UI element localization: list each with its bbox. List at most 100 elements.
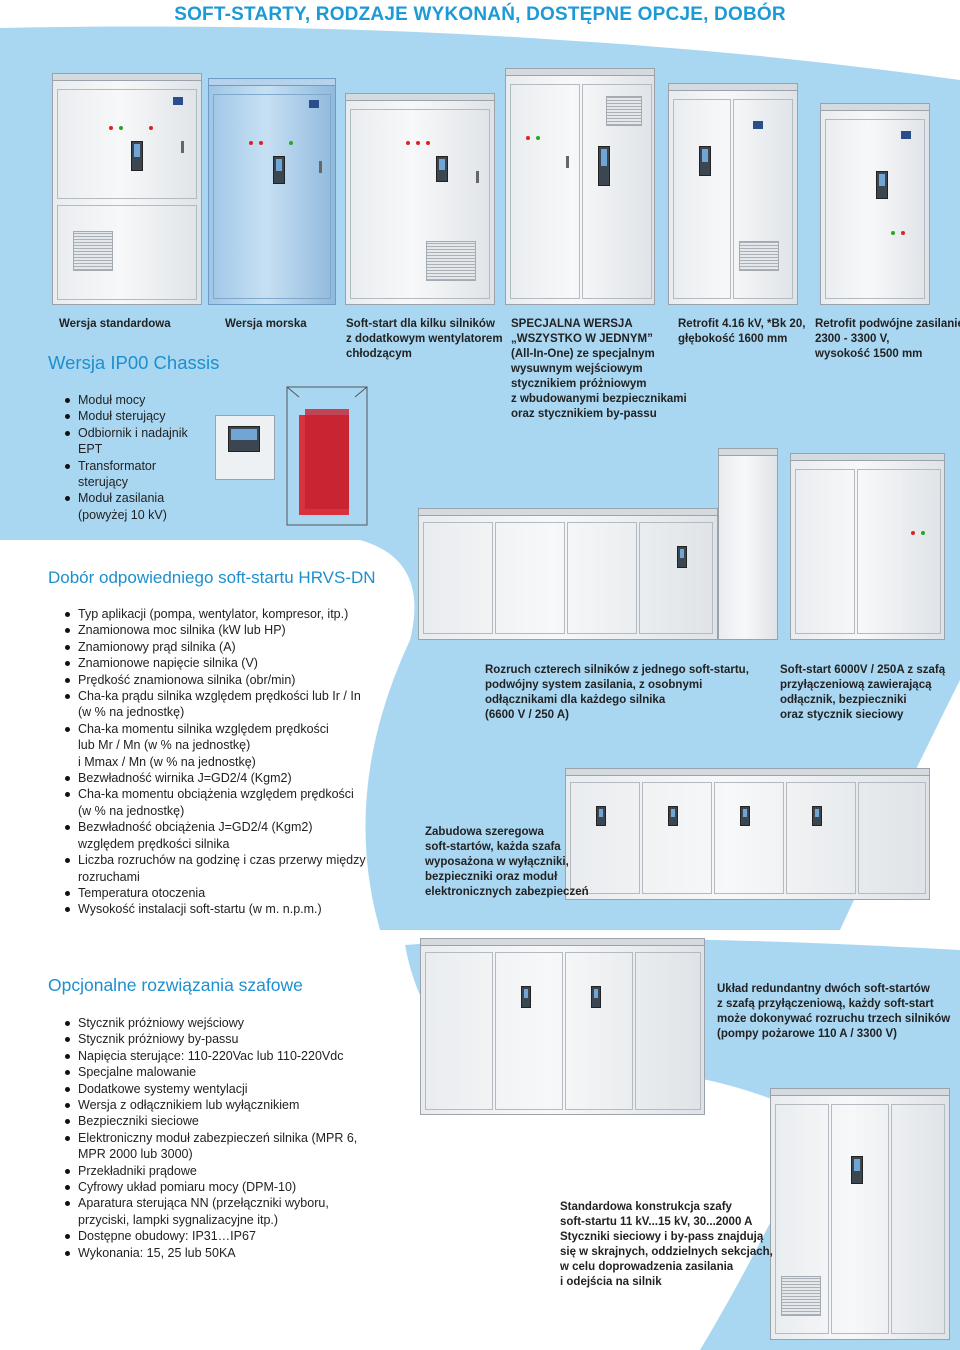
list-item: Dostępne obudowy: IP31…IP67 [62, 1228, 357, 1244]
list-item-text: Znamionowy prąd silnika (A) [78, 639, 236, 654]
page-title: SOFT-STARTY, RODZAJE WYKONAŃ, DOSTĘPNE O… [174, 4, 786, 25]
soft-start-6000v-image [790, 453, 945, 640]
list-item-text: Cyfrowy układ pomiaru mocy (DPM-10) [78, 1180, 297, 1195]
cabinet-retrofit-416kv-image [668, 83, 798, 305]
list-item-text: Cha-ka momentu silnika względem prędkośc… [78, 721, 329, 736]
list-item: Napięcia sterujące: 110-220Vac lub 110-2… [62, 1048, 357, 1064]
list-item: Stycznik próżniowy by-passu [62, 1031, 357, 1047]
list-item: Znamionowa moc silnika (kW lub HP) [62, 622, 366, 638]
list-item-text: Przekładniki prądowe [78, 1163, 197, 1178]
list-item: Bezwładność wirnika J=GD2/4 (Kgm2) [62, 770, 366, 786]
caption-multi-motor: Soft-start dla kilku silników z dodatkow… [346, 318, 503, 360]
list-item: Moduł zasilania(powyżej 10 kV) [62, 490, 188, 523]
list-item-text: sterujący [78, 475, 129, 490]
list-item-text: Transformator [78, 458, 157, 473]
list-item-text: Cha-ka prądu silnika względem prędkości … [78, 689, 361, 704]
list-item: Liczba rozruchów na godzinę i czas przer… [62, 852, 366, 885]
standard-cabinet-11kv-image [770, 1088, 950, 1340]
cabinet-multi-motor-image [345, 93, 495, 305]
list-item-text: rozruchami [78, 869, 140, 884]
list-item-text: Dostępne obudowy: IP31…IP67 [78, 1229, 256, 1244]
list-item: Specjalne malowanie [62, 1064, 357, 1080]
list-item: Wykonania: 15, 25 lub 50KA [62, 1245, 357, 1261]
list-item-text: Bezwładność obciążenia J=GD2/4 (Kgm2) [78, 820, 313, 835]
list-item-text: (w % na jednostkę) [78, 705, 185, 720]
chassis-control-module-image [215, 415, 275, 480]
list-item: Wersja z odłącznikiem lub wyłącznikiem [62, 1097, 357, 1113]
list-item-text: Temperatura otoczenia [78, 885, 206, 900]
chassis-heading: Wersja IP00 Chassis [48, 352, 220, 373]
list-item-text: Elektroniczny moduł zabezpieczeń silnika… [78, 1130, 358, 1145]
list-item-text: Stycznik próżniowy by-passu [78, 1032, 239, 1047]
list-item-text: Moduł sterujący [78, 409, 166, 424]
list-item-text: Moduł zasilania [78, 491, 165, 506]
list-item-text: Wersja z odłącznikiem lub wyłącznikiem [78, 1098, 300, 1113]
list-item-text: Aparatura sterująca NN (przełączniki wyb… [78, 1196, 329, 1211]
selection-list: Typ aplikacji (pompa, wentylator, kompre… [62, 606, 366, 918]
caption-marine-version: Wersja morska [225, 318, 307, 330]
series-row-image [565, 768, 930, 900]
list-item-text: Bezpieczniki sieciowe [78, 1114, 199, 1129]
list-item: Przekładniki prądowe [62, 1163, 357, 1179]
list-item: Wysokość instalacji soft-startu (w m. n.… [62, 901, 366, 917]
list-item-text: MPR 2000 lub 3000) [78, 1147, 193, 1162]
list-item: Cha-ka prądu silnika względem prędkości … [62, 688, 366, 721]
list-item: Elektroniczny moduł zabezpieczeń silnika… [62, 1130, 357, 1163]
cabinet-retrofit-dual-image [820, 103, 930, 305]
caption-series-row: Zabudowa szeregowa soft-startów, każda s… [425, 826, 589, 898]
caption-retrofit-dual-supply: Retrofit podwójne zasilanie 2300 - 3300 … [815, 318, 960, 360]
list-item-text: lub Mr / Mn (w % na jednostkę) [78, 738, 251, 753]
list-item-text: Typ aplikacji (pompa, wentylator, kompre… [78, 607, 349, 621]
list-item-text: Napięcia sterujące: 110-220Vac lub 110-2… [78, 1048, 344, 1063]
options-heading: Opcjonalne rozwiązania szafowe [48, 975, 303, 995]
list-item-text: Bezwładność wirnika J=GD2/4 (Kgm2) [78, 771, 292, 786]
list-item-text: Odbiornik i nadajnik [78, 425, 188, 440]
list-item-text: (powyżej 10 kV) [78, 507, 167, 522]
list-item: Temperatura otoczenia [62, 885, 366, 901]
list-item: Moduł mocy [62, 392, 188, 408]
list-item-text: Specjalne malowanie [78, 1065, 197, 1080]
list-item: Transformator sterujący [62, 458, 188, 491]
list-item-text: Wysokość instalacji soft-startu (w m. n.… [78, 902, 322, 917]
list-item: Bezwładność obciążenia J=GD2/4 (Kgm2)wzg… [62, 819, 366, 852]
list-item: Znamionowe napięcie silnika (V) [62, 655, 366, 671]
list-item-text: Znamionowe napięcie silnika (V) [78, 656, 258, 671]
redundant-system-image [420, 938, 705, 1115]
list-item: Znamionowy prąd silnika (A) [62, 639, 366, 655]
cabinet-standard-image [52, 73, 202, 305]
list-item: Cha-ka momentu silnika względem prędkośc… [62, 721, 366, 770]
list-item: Prędkość znamionowa silnika (obr/min) [62, 672, 366, 688]
caption-redundant-system: Układ redundantny dwóch soft-startów z s… [717, 983, 951, 1040]
selection-heading: Dobór odpowiedniego soft-startu HRVS-DN [48, 568, 376, 587]
list-item-text: przyciski, lampki sygnalizacyjne itp.) [78, 1212, 279, 1227]
caption-retrofit-416kv: Retrofit 4.16 kV, *Bk 20, głębokość 1600… [678, 318, 806, 345]
list-item: Dodatkowe systemy wentylacji [62, 1081, 357, 1097]
list-item-text: względem prędkości silnika [78, 836, 230, 851]
list-item: Cyfrowy układ pomiaru mocy (DPM-10) [62, 1179, 357, 1195]
caption-standard-cabinet: Standardowa konstrukcja szafy soft-start… [560, 1201, 773, 1288]
list-item-text: Prędkość znamionowa silnika (obr/min) [78, 672, 296, 687]
list-item-text: Dodatkowe systemy wentylacji [78, 1081, 248, 1096]
list-item-text: Liczba rozruchów na godzinę i czas przer… [78, 853, 366, 868]
cabinet-all-in-one-image [505, 68, 655, 305]
chassis-power-module-image [286, 386, 368, 526]
list-item-text: i Mmax / Mn (w % na jednostkę) [78, 754, 256, 769]
list-item-text: EPT [78, 442, 103, 457]
caption-special-version: SPECJALNA WERSJA „WSZYSTKO W JEDNYM” (Al… [511, 318, 687, 420]
caption-soft-start-6000v: Soft-start 6000V / 250A z szafą przyłącz… [780, 664, 946, 721]
list-item-text: Stycznik próżniowy wejściowy [78, 1016, 245, 1030]
list-item-text: (w % na jednostkę) [78, 803, 185, 818]
list-item-text: Moduł mocy [78, 393, 146, 407]
list-item: Typ aplikacji (pompa, wentylator, kompre… [62, 606, 366, 622]
caption-four-motors: Rozruch czterech silników z jednego soft… [485, 664, 749, 721]
four-motor-lineup-image [418, 448, 778, 645]
caption-standard-version: Wersja standardowa [59, 318, 171, 330]
list-item: Moduł sterujący [62, 408, 188, 424]
list-item: Bezpieczniki sieciowe [62, 1113, 357, 1129]
list-item: Cha-ka momentu obciążenia względem prędk… [62, 786, 366, 819]
list-item-text: Znamionowa moc silnika (kW lub HP) [78, 623, 286, 638]
cabinet-marine-image [208, 78, 336, 305]
list-item: Aparatura sterująca NN (przełączniki wyb… [62, 1195, 357, 1228]
